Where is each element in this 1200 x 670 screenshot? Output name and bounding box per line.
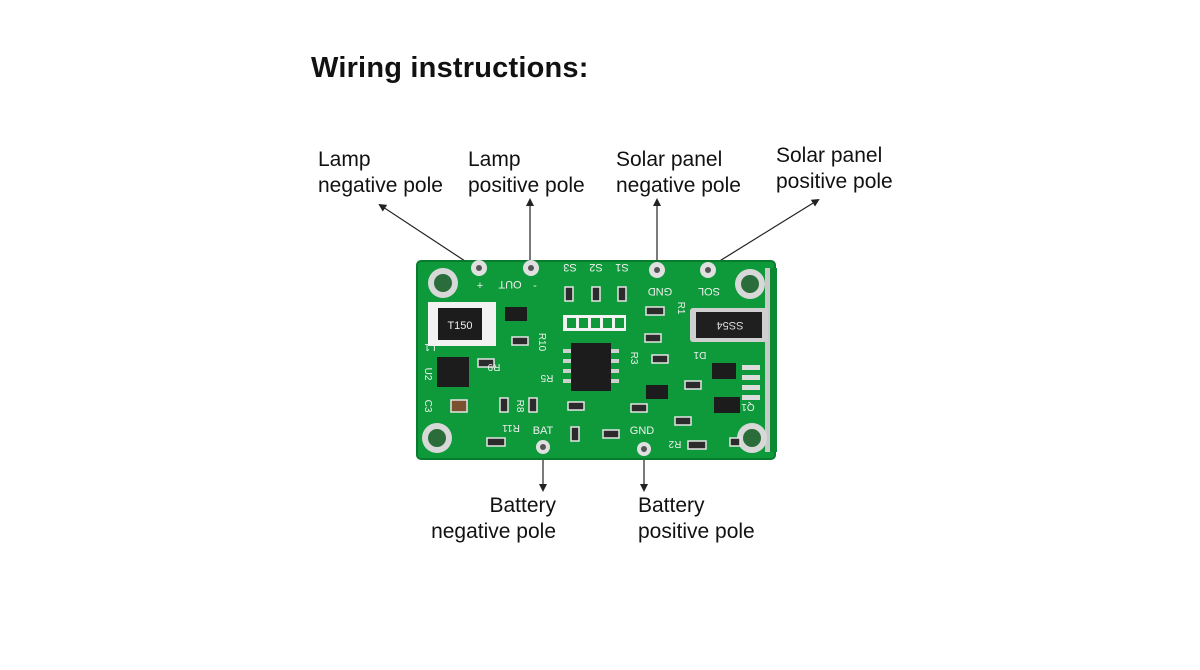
silk-r1: R1 (675, 302, 686, 315)
lamp-positive-label-line1: Lamp (468, 148, 521, 171)
pad-solar-negative (649, 262, 665, 278)
silk-out: OUT (498, 278, 522, 290)
ss54-text: SS54 (717, 319, 744, 331)
lamp-positive-label: Lamp positive pole (468, 147, 585, 199)
silk-c3: C3 (422, 400, 433, 413)
transistor-right-2 (714, 397, 740, 413)
solar-positive-label-line1: Solar panel (776, 144, 883, 167)
pad-battery-positive (637, 442, 651, 456)
silk-plus: + (477, 280, 483, 292)
transistor-q1 (505, 307, 527, 321)
lamp-negative-label-line1: Lamp (318, 148, 371, 171)
lamp-positive-label-line2: positive pole (468, 174, 585, 197)
pad-solar-positive (700, 262, 716, 278)
solar-positive-label: Solar panel positive pole (776, 143, 893, 195)
silk-r5: R5 (540, 372, 553, 383)
transistor-right-1 (712, 363, 736, 379)
solar-negative-label-line1: Solar panel (616, 148, 723, 171)
mounting-hole-top-right (735, 269, 765, 299)
silk-d1: D1 (693, 349, 706, 360)
battery-positive-label-line2: positive pole (638, 520, 755, 543)
header-pins (563, 315, 626, 331)
pcb-board: T150 SS54 (416, 260, 777, 460)
solar-positive-label-line2: positive pole (776, 170, 893, 193)
battery-positive-label-line1: Battery (638, 494, 705, 517)
t150-text: T150 (447, 320, 472, 332)
silk-q1: Q1 (741, 401, 755, 412)
solar-negative-label: Solar panel negative pole (616, 147, 741, 199)
silk-minus: - (533, 280, 537, 292)
silk-r2: R2 (668, 438, 681, 449)
lamp-negative-label: Lamp negative pole (318, 147, 443, 199)
battery-positive-label: Battery positive pole (638, 493, 755, 545)
capacitor-c3 (450, 399, 468, 413)
mounting-hole-top-left (428, 268, 458, 298)
silk-bat: BAT (533, 425, 554, 437)
silk-r11: R11 (502, 422, 520, 433)
silk-gnd-bottom: GND (630, 425, 655, 437)
transistor-u2 (437, 357, 469, 387)
transistor-mid (646, 385, 668, 399)
pad-battery-negative (536, 440, 550, 454)
battery-negative-label: Battery negative pole (416, 493, 556, 545)
page-title: Wiring instructions: (311, 52, 589, 84)
silk-r8: R8 (514, 400, 525, 413)
battery-negative-label-line2: negative pole (431, 520, 556, 543)
pad-lamp-positive (523, 260, 539, 276)
silk-r9: R9 (487, 361, 500, 372)
silk-gnd-top: GND (648, 285, 673, 297)
passive-components (477, 286, 741, 450)
silk-u2: U2 (422, 368, 433, 381)
t150-component: T150 (428, 302, 496, 346)
ss54-diode: SS54 (690, 308, 768, 342)
main-ic (563, 343, 619, 391)
silk-s2: S2 (589, 261, 602, 273)
silk-r3: R3 (628, 352, 639, 365)
silk-s1: S1 (615, 261, 628, 273)
mounting-hole-bottom-left (422, 423, 452, 453)
silk-r10: R10 (536, 333, 547, 352)
pad-lamp-negative (471, 260, 487, 276)
solar-positive-arrow (717, 198, 820, 263)
silk-l1: L1 (424, 341, 436, 352)
silk-s3: S3 (563, 261, 576, 273)
silk-sol: SOL (698, 285, 720, 297)
lamp-negative-label-line2: negative pole (318, 174, 443, 197)
right-edge-resistors (742, 365, 760, 400)
lamp-negative-arrow (378, 203, 469, 264)
mounting-hole-bottom-right (737, 423, 767, 453)
battery-negative-label-line1: Battery (489, 494, 556, 517)
solar-negative-label-line2: negative pole (616, 174, 741, 197)
